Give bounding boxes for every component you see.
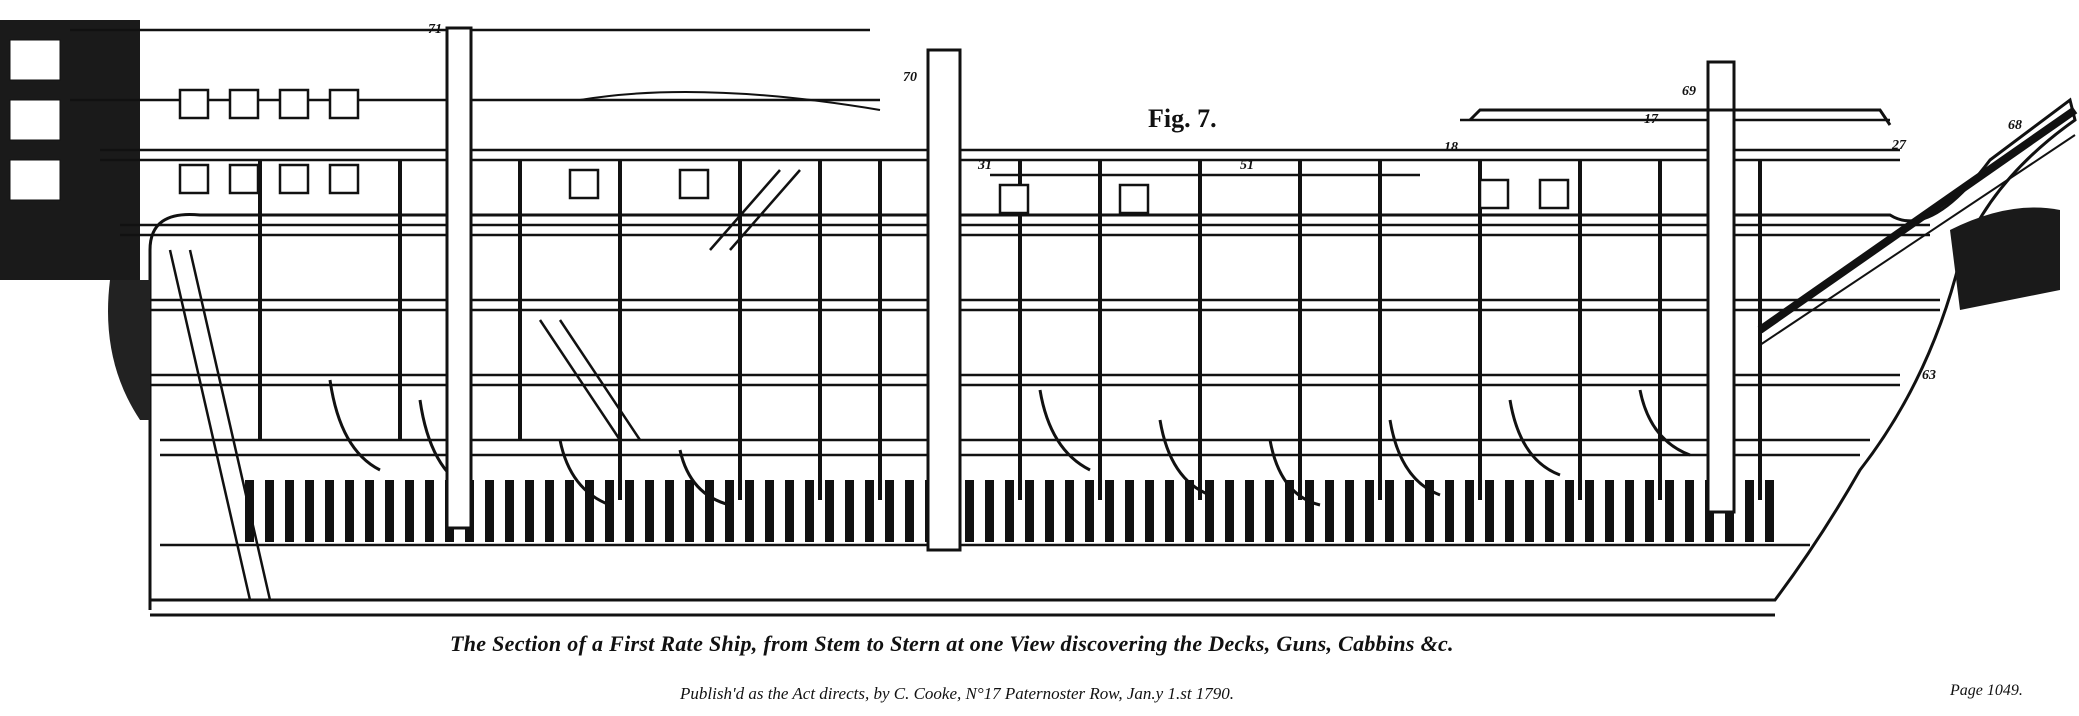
- hull-outline: [148, 97, 2077, 610]
- stanchions: [258, 160, 1762, 500]
- page-reference: Page 1049.: [1950, 682, 2023, 699]
- callout-label: 31: [978, 158, 992, 173]
- publisher-imprint: Publish'd as the Act directs, by C. Cook…: [680, 684, 1235, 703]
- mizzen-mast: [445, 26, 473, 530]
- callout-label: 18: [1444, 140, 1458, 155]
- callout-label: 71: [428, 22, 442, 37]
- hull-ribs: [245, 480, 1774, 542]
- callout-label: 17: [1644, 112, 1658, 127]
- main-mast: [926, 48, 962, 552]
- figure-label: Fig. 7.: [1148, 104, 1217, 133]
- callout-label: 69: [1682, 84, 1696, 99]
- bowsprit: [1757, 106, 2078, 334]
- callout-label: 63: [1922, 368, 1936, 383]
- ladders: [168, 169, 801, 601]
- callout-label: 27: [1892, 138, 1906, 153]
- cabin-windows: [178, 88, 1570, 215]
- figurehead: [1950, 207, 2060, 310]
- callout-label: 51: [1240, 158, 1254, 173]
- callout-label: 68: [2008, 118, 2022, 133]
- masts: [445, 26, 1736, 552]
- figure-caption: The Section of a First Rate Ship, from S…: [450, 631, 1454, 656]
- fore-mast: [1706, 60, 1736, 514]
- callout-label: 70: [903, 70, 917, 85]
